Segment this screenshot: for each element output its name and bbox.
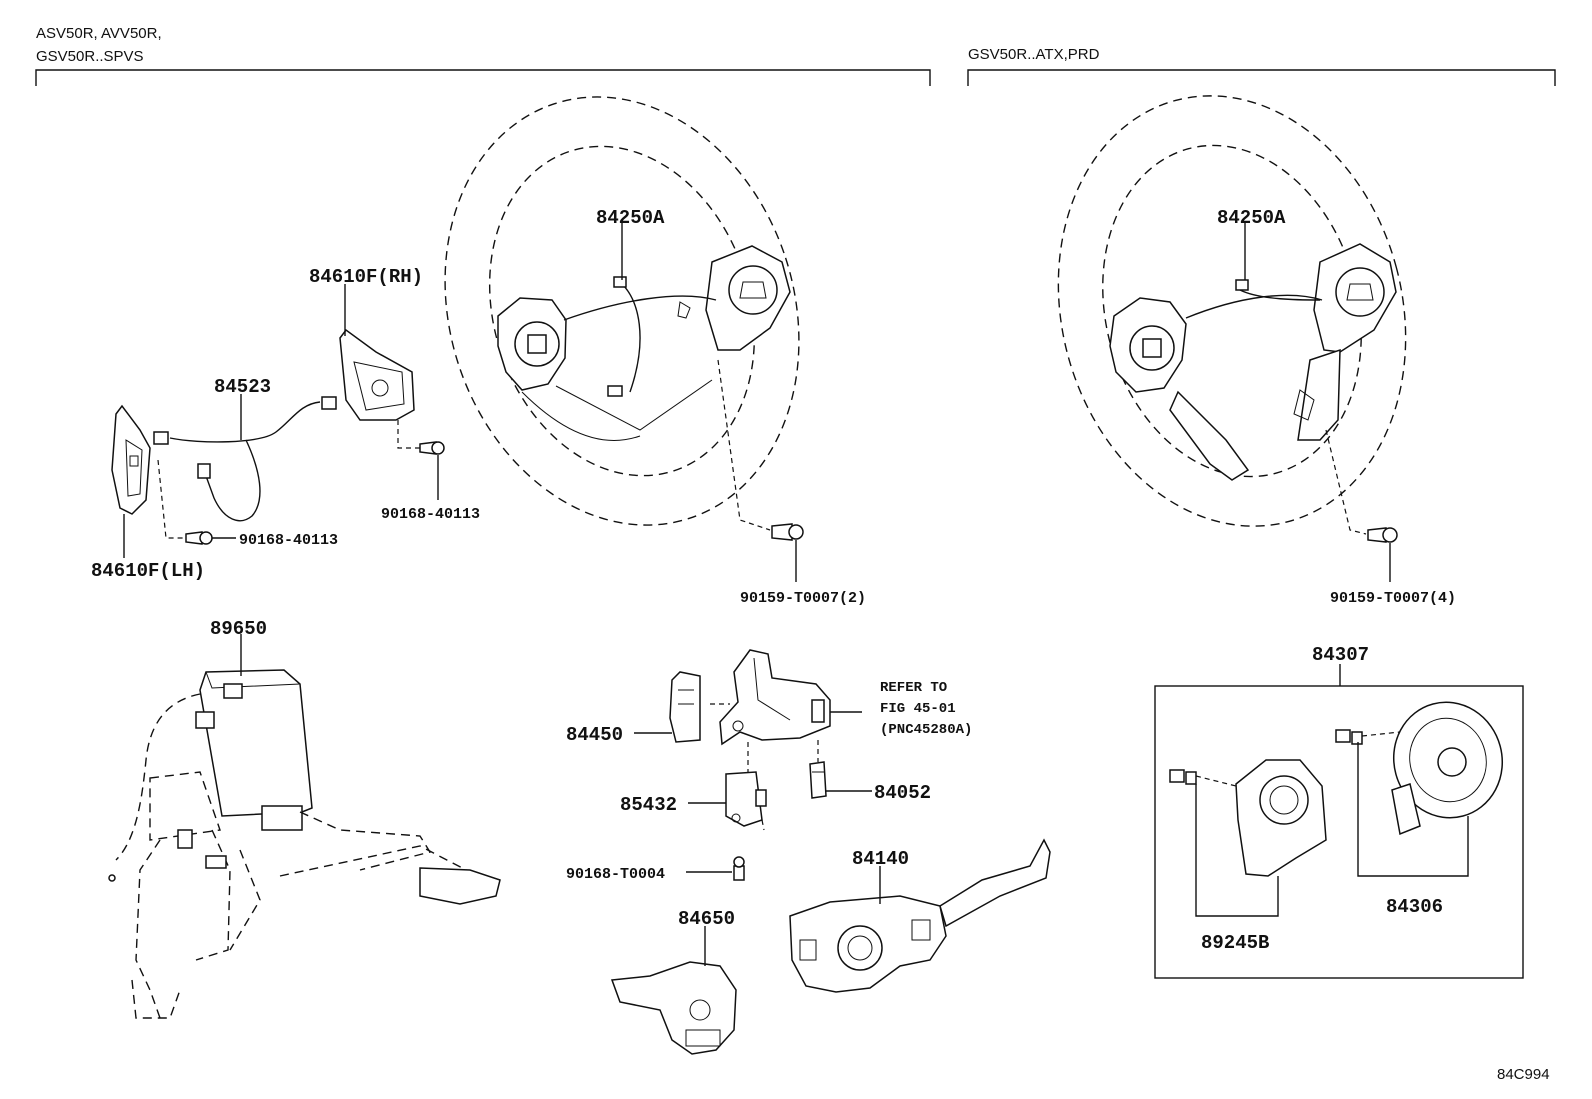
screw-guide-rh <box>397 420 420 449</box>
combination-switch-84140 <box>789 838 1051 993</box>
guide-85432 <box>747 742 765 831</box>
harness-connector-lh <box>153 431 169 445</box>
label-90168-T0004: 90168-T0004 <box>566 866 665 883</box>
group-header-left-line2: GSV50R..SPVS <box>36 48 144 65</box>
screw-90168-40113-lh <box>185 531 213 545</box>
label-90159-T0007-4: 90159-T0007(4) <box>1330 590 1456 607</box>
label-84450: 84450 <box>566 724 623 746</box>
harness-84523-branch <box>205 439 261 522</box>
screw-90159-T0007-4 <box>1367 527 1398 543</box>
screw-guide-left <box>717 359 771 531</box>
kit-box-84307 <box>1154 685 1524 979</box>
screw-guide-right <box>1325 429 1367 535</box>
steering-column-outline <box>108 693 501 1019</box>
group-header-right: GSV50R..ATX,PRD <box>968 46 1100 63</box>
label-85432: 85432 <box>620 794 677 816</box>
group-bracket-right <box>967 69 1556 86</box>
screw-90159-T0007-2 <box>771 523 804 541</box>
label-84140: 84140 <box>852 848 909 870</box>
bracket-84306 <box>1357 742 1469 877</box>
harness-connector <box>197 463 211 479</box>
switch-84610F-RH <box>321 328 415 421</box>
label-84250A-right: 84250A <box>1217 207 1286 229</box>
group-header-left-line1: ASV50R, AVV50R, <box>36 25 162 42</box>
part-84450 <box>669 671 701 743</box>
part-84052 <box>809 761 827 799</box>
steering-sensor-89245B <box>1169 759 1327 877</box>
bracket-89245B <box>1195 784 1279 917</box>
label-90168-40113-b: 90168-40113 <box>381 506 480 523</box>
label-89650: 89650 <box>210 618 267 640</box>
label-90159-T0007-2: 90159-T0007(2) <box>740 590 866 607</box>
label-84250A-left: 84250A <box>596 207 665 229</box>
label-84610F-LH: 84610F(LH) <box>91 560 205 582</box>
guide-89245B <box>1195 775 1237 787</box>
steering-wheel-right <box>1057 95 1407 527</box>
figure-code: 84C994 <box>1497 1066 1550 1083</box>
guide-84306 <box>1361 731 1401 737</box>
steering-wheel-left <box>444 96 800 526</box>
screw-guide-lh <box>157 459 186 539</box>
refer-line2: FIG 45-01 <box>880 701 956 717</box>
label-84610F-RH: 84610F(RH) <box>309 266 423 288</box>
label-90168-40113-a: 90168-40113 <box>239 532 338 549</box>
label-84650: 84650 <box>678 908 735 930</box>
screw-90168-40113-rh <box>419 441 445 455</box>
lock-housing <box>719 649 831 746</box>
screw-90168-T0004 <box>733 856 745 881</box>
refer-line1: REFER TO <box>880 680 947 696</box>
spiral-cable-84306 <box>1335 701 1504 836</box>
label-84523: 84523 <box>214 376 271 398</box>
harness-84523 <box>169 401 321 443</box>
wiper-switch-84650 <box>610 961 737 1055</box>
label-89245B: 89245B <box>1201 932 1269 954</box>
group-bracket-left <box>35 69 931 86</box>
part-85432 <box>725 771 767 827</box>
label-84307: 84307 <box>1312 644 1369 666</box>
ecu-89650 <box>195 669 313 831</box>
label-84306: 84306 <box>1386 896 1443 918</box>
refer-line3: (PNC45280A) <box>880 722 972 738</box>
label-84052: 84052 <box>874 782 931 804</box>
switch-84610F-LH <box>111 404 151 515</box>
